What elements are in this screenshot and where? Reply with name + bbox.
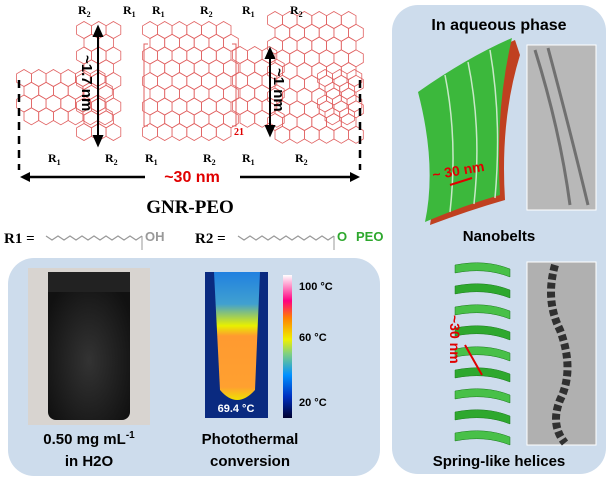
colorbar-tick-20: 20 °C xyxy=(299,397,327,409)
substituent-label: R1 xyxy=(48,151,61,167)
hexagon-ring xyxy=(76,123,92,141)
substituent-label: R2 xyxy=(290,3,303,19)
concentration-label: 0.50 mg mL-1 xyxy=(43,430,135,448)
hexagon-ring xyxy=(38,107,54,126)
substituent-label: R2 xyxy=(105,151,118,167)
photothermal-caption-1: Photothermal xyxy=(202,431,299,448)
substituent-label: R1 xyxy=(242,3,255,19)
width-label-left: ~1.7 nm xyxy=(78,55,95,111)
solvent-label: in H2O xyxy=(65,453,114,470)
length-label: ~30 nm xyxy=(164,169,220,186)
r2-label: R2 = xyxy=(195,231,226,247)
hexagon-ring xyxy=(239,109,256,128)
r2-group-o: O xyxy=(337,229,347,244)
width-arrow-right xyxy=(264,46,276,138)
hexagon-ring xyxy=(348,125,364,144)
repeat-brackets xyxy=(143,43,237,127)
r1-alkyl-chain xyxy=(45,235,143,241)
hexagon-ring xyxy=(97,107,113,126)
hexagon-ring xyxy=(303,125,320,144)
vial-photo xyxy=(28,268,150,425)
helix-turn xyxy=(454,409,511,425)
repeat-subscript: 21 xyxy=(234,127,244,138)
graphene-nanoribbon-structure xyxy=(16,11,364,144)
r2-alkyl-chain xyxy=(237,235,335,241)
helix-tem-image xyxy=(526,261,597,446)
r1-group: OH xyxy=(145,229,165,244)
nanobelt-width-arrow xyxy=(449,177,473,186)
substituent-label: R1 xyxy=(145,151,158,167)
r1-label: R1 = xyxy=(4,231,35,247)
substituent-label: R1 xyxy=(123,3,136,19)
hexagon-ring xyxy=(289,125,305,144)
helix-pitch-arrow xyxy=(464,344,483,376)
nanobelt-tem-image xyxy=(526,44,597,211)
substituent-label: R2 xyxy=(200,3,213,19)
helix-turn xyxy=(454,430,511,446)
hexagon-ring xyxy=(348,23,364,42)
hexagon-ring xyxy=(23,107,40,126)
substituent-label: R2 xyxy=(78,3,91,19)
substituent-label: R1 xyxy=(242,151,255,167)
hexagon-ring xyxy=(186,123,202,141)
temperature-colorbar xyxy=(283,275,292,418)
width-label-right: ~1 nm xyxy=(270,68,287,112)
hexagon-ring xyxy=(171,123,188,141)
hexagon-ring xyxy=(348,49,364,68)
hexagon-ring xyxy=(324,107,341,126)
photothermal-caption-2: conversion xyxy=(210,453,290,470)
hexagon-ring xyxy=(201,123,217,141)
r2-group-peo: PEO xyxy=(356,229,383,244)
helix-turn xyxy=(454,283,511,299)
nanobelt-tem-fibers xyxy=(533,47,590,206)
hexagon-ring xyxy=(318,125,335,144)
length-dimension xyxy=(17,80,362,182)
helices-label: Spring-like helices xyxy=(433,453,566,470)
hexagon-ring xyxy=(156,123,173,141)
hexagon-ring xyxy=(274,125,291,144)
helix-tem-fiber xyxy=(547,263,572,446)
hexagon-ring xyxy=(333,125,350,144)
helix-turn xyxy=(454,262,511,278)
hexagon-ring xyxy=(97,81,113,100)
temperature-readout: 69.4 °C xyxy=(218,403,255,415)
hexagon-ring xyxy=(215,123,232,141)
hexagon-ring xyxy=(339,107,355,126)
helix-turn xyxy=(454,367,511,383)
substituent-label: R1 xyxy=(152,3,165,19)
helix-turn xyxy=(454,325,511,341)
nanobelt-illustration xyxy=(418,38,520,225)
helix-turn xyxy=(454,304,511,320)
helix-pitch-label: ~30 nm xyxy=(447,315,463,364)
hexagon-ring xyxy=(53,107,69,126)
width-arrow-left xyxy=(92,24,104,148)
helix-illustration xyxy=(454,262,511,446)
aqueous-phase-title: In aqueous phase xyxy=(431,17,566,34)
compound-name: GNR-PEO xyxy=(146,197,234,218)
substituent-label: R2 xyxy=(295,151,308,167)
nanobelts-label: Nanobelts xyxy=(463,228,536,245)
colorbar-tick-60: 60 °C xyxy=(299,332,327,344)
colorbar-tick-100: 100 °C xyxy=(299,281,333,293)
substituent-label: R2 xyxy=(203,151,216,167)
hexagon-ring xyxy=(254,109,270,128)
hexagon-ring xyxy=(105,123,122,141)
helix-turn xyxy=(454,388,511,404)
thermal-image xyxy=(205,272,268,418)
hexagon-ring xyxy=(268,109,285,128)
